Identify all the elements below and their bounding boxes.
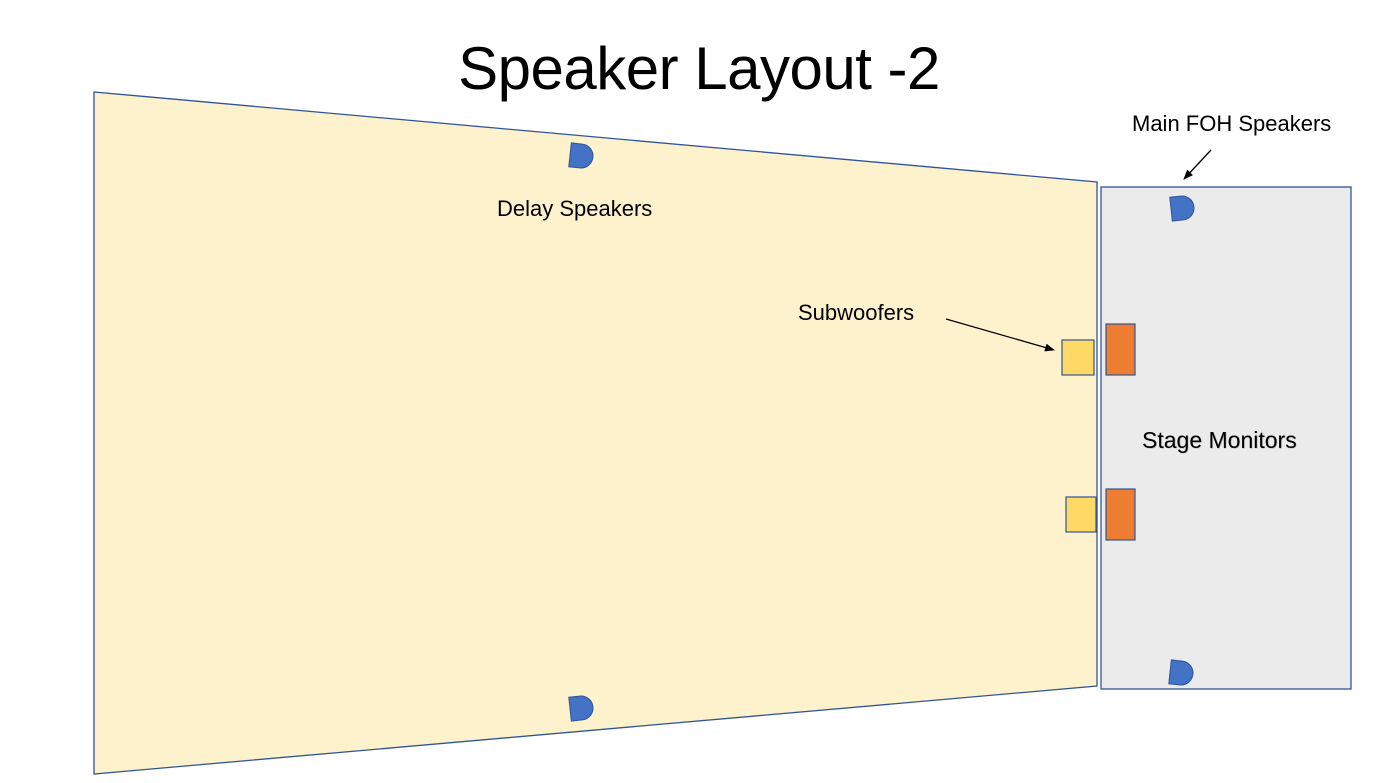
- delay-speaker-bottom-icon: [568, 695, 594, 722]
- slide-title: Speaker Layout -2: [458, 35, 940, 102]
- delay-speakers-label: Delay Speakers: [497, 196, 653, 221]
- foh-speaker-top-icon: [1169, 195, 1195, 222]
- audience-area: [93, 91, 1098, 775]
- stage-monitor-top: [1105, 323, 1136, 376]
- foh-arrow: [1183, 149, 1212, 180]
- stage-area: [1100, 186, 1352, 690]
- stage-monitor-bottom: [1105, 488, 1136, 541]
- stage-monitors-label: Stage Monitors: [1142, 427, 1297, 453]
- subwoofer-top: [1061, 339, 1095, 376]
- main-foh-speakers-label: Main FOH Speakers: [1132, 111, 1332, 136]
- subwoofer-bottom: [1065, 496, 1097, 533]
- foh-speaker-bottom-icon: [1168, 659, 1194, 686]
- delay-speaker-top-icon: [568, 142, 594, 169]
- subwoofers-arrow: [945, 318, 1055, 352]
- subwoofers-label: Subwoofers: [798, 300, 915, 325]
